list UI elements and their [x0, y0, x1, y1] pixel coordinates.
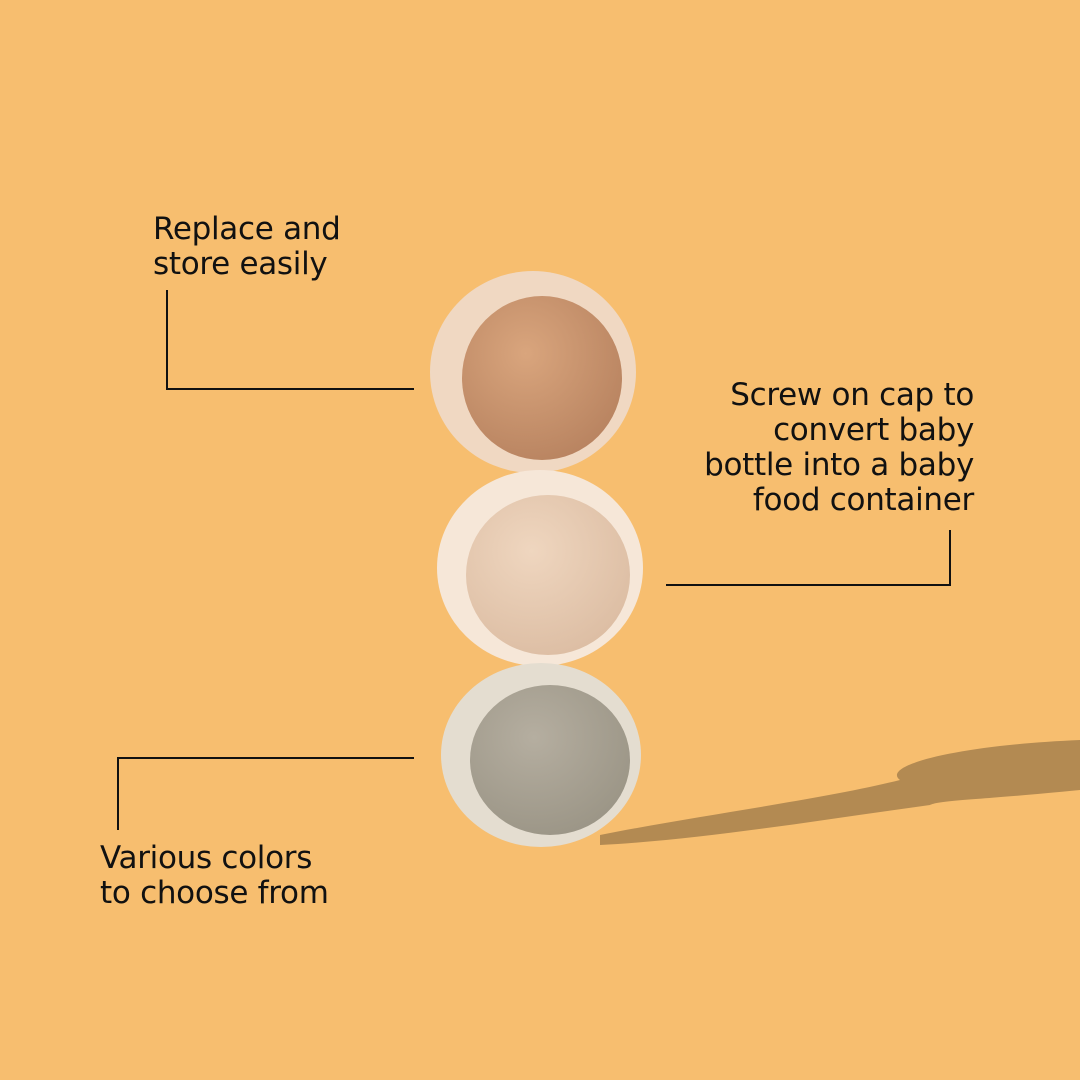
cap-middle: [437, 470, 643, 666]
callout-line: Various colors: [100, 840, 313, 876]
callout-replace-store: Replace and store easily: [153, 212, 341, 282]
cap-bottom: [441, 663, 641, 847]
cap-shadow: [600, 740, 1080, 845]
callout-line: convert baby: [773, 412, 974, 448]
callout-line: to choose from: [100, 875, 329, 911]
callout-line: Replace and: [153, 211, 341, 247]
callout-screw-on-cap: Screw on cap to convert baby bottle into…: [704, 378, 974, 518]
callout-line: store easily: [153, 246, 328, 282]
cap-top: [430, 271, 636, 473]
callout-various-colors: Various colors to choose from: [100, 841, 329, 911]
callout-line: bottle into a baby: [704, 447, 974, 483]
callout-line: Screw on cap to: [730, 377, 974, 413]
callout-lines: [117, 290, 951, 830]
callout-line: food container: [752, 482, 974, 518]
